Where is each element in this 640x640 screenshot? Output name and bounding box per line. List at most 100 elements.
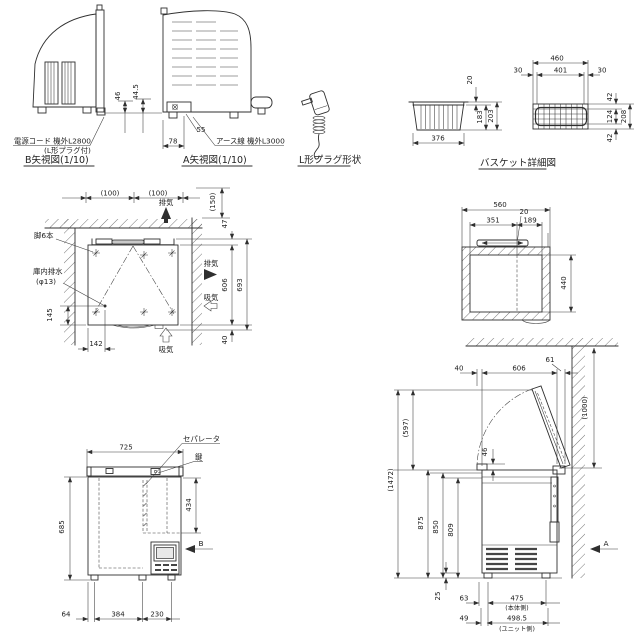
separator-hatch: [143, 482, 147, 527]
front-dims: 725 685 434 64 384 230: [58, 444, 201, 622]
dim-42-top: 42: [606, 93, 614, 102]
open-body-vents: [486, 547, 537, 571]
dim-208: 208: [620, 110, 628, 123]
wall-hatch: [572, 346, 585, 578]
dim-189: 189: [523, 217, 536, 225]
drain-leader: [62, 282, 106, 307]
dim-384: 384: [111, 611, 125, 619]
basket-side-view: 376 20 183 203: [408, 76, 502, 146]
view-arrow-b: B: [185, 539, 213, 553]
open-right-dims: (1000): [559, 347, 602, 469]
a-handle-tube: [250, 96, 273, 109]
exhaust-top-label: 排気: [159, 198, 174, 207]
basket-view-title: バスケット詳細図: [480, 157, 556, 169]
dim-46: 46: [114, 91, 122, 100]
a-compressor: [166, 101, 192, 113]
dim-42-bottom: 42: [606, 134, 614, 143]
open-top-dims: 40 606 61: [455, 356, 578, 466]
unit-outline-plan: [87, 244, 179, 326]
basket-top-view: 460 401 30 30 42 124 42 208 バスケット詳細図: [478, 55, 634, 170]
b-foot-left: [37, 106, 47, 114]
front-foot-3: [167, 574, 176, 581]
dim-142: 142: [89, 340, 102, 348]
dim-100-right: (100): [149, 190, 168, 198]
dim-145: 145: [46, 308, 54, 321]
a-foot-left: [168, 111, 178, 119]
dim-47: 47: [221, 220, 229, 229]
dim-100-left: (100): [101, 190, 120, 198]
dim-460: 460: [550, 55, 563, 63]
dim-498-5: 498.5: [507, 615, 527, 623]
view-arrow-a: A: [590, 539, 618, 553]
a-foot-right: [229, 111, 239, 119]
b-back-panel: [95, 9, 105, 113]
separator-note: セパレータ: [183, 435, 220, 444]
basket-top-dims: 460 401 30 30 42 124 42 208: [514, 55, 634, 143]
dim-25: 25: [434, 592, 442, 601]
view-arrow-a-label: A: [603, 539, 608, 548]
section-handle: [476, 239, 529, 247]
dim-124: 124: [606, 109, 614, 123]
dim-150: (150): [209, 192, 217, 211]
leg-marks: [92, 249, 176, 316]
inner-liner-dashed: [98, 478, 181, 569]
basket-wires: [420, 105, 458, 129]
plan-left-dims: 145 142: [46, 305, 115, 352]
a-bottom-dims: 78 55: [162, 113, 206, 149]
basket-side-dims: 376 20 183 203: [412, 76, 502, 146]
plug-cord: [313, 133, 320, 160]
view-arrow-b-label: B: [198, 539, 203, 548]
a-machine-outline: [162, 10, 252, 113]
dim-40: 40: [455, 365, 464, 373]
left-wall-hatch: [64, 219, 75, 345]
dim-64: 64: [62, 611, 71, 619]
lid-swing-arc: [476, 388, 533, 469]
open-bottom-dims: 63 475 (本体側) 49 498.5 (ユニット側): [460, 580, 560, 633]
front-foot-2: [138, 574, 147, 581]
dim-875: 875: [417, 516, 425, 529]
dim-55: 55: [197, 126, 206, 134]
dim-376: 376: [431, 135, 445, 143]
hinge-block: [552, 465, 566, 475]
lid-lock: [150, 468, 161, 475]
open-left-dims: (1472) (597) 875 850 809 46 25: [387, 389, 532, 601]
compressor-bulge: [111, 324, 156, 329]
right-wall-hatch: [192, 219, 202, 345]
dim-61: 61: [546, 356, 555, 364]
b-note-leader: [89, 116, 105, 146]
earth-wire-note: アース線 機外L3000: [216, 137, 285, 146]
front-view: セパレータ 鍵 B 725 685 434 64 384: [58, 435, 220, 622]
dim-183: 183: [476, 110, 484, 123]
front-lid: [86, 466, 184, 477]
section-base-bump: [521, 319, 551, 324]
dim-30-right: 30: [598, 67, 607, 75]
a-cord-height-dims: 46 44.5: [104, 84, 162, 133]
intake-bottom-arrow: [159, 327, 173, 343]
intake-bottom-label: 吸気: [159, 345, 174, 354]
dim-40: 40: [221, 336, 229, 345]
legs-note: 脚6本: [34, 231, 54, 240]
dim-475: 475: [510, 595, 523, 603]
open-body: [481, 469, 558, 574]
front-foot-1: [90, 574, 99, 581]
open-foot-rear: [541, 572, 551, 579]
lid-hinge-strip: [91, 238, 175, 246]
drain-note-line1: 庫内排水: [33, 267, 63, 276]
dim-606: 606: [221, 278, 229, 292]
legs-leader: [55, 238, 94, 253]
separator-leader: [145, 443, 183, 485]
dim-49: 49: [460, 615, 469, 623]
top-wall-hatch: [45, 219, 202, 228]
section-view: 560 351 189 20 440: [461, 201, 576, 324]
dim-725: 725: [119, 444, 132, 452]
power-cord-note: 電源コード 機外L2800: [14, 137, 91, 146]
b-view-title: B矢視図(1/10): [25, 154, 89, 166]
dim-78: 78: [169, 138, 178, 146]
panel-display: [156, 547, 174, 559]
lid-latch: [105, 468, 114, 474]
plan-top-dims: (100) (100): [62, 190, 200, 203]
a-view-title: A矢視図(1/10): [183, 154, 247, 166]
dim-597: (597): [402, 418, 410, 437]
a-view: 46 44.5 78 55 アース線 機外L3000 A矢視図(1/10): [104, 7, 285, 167]
